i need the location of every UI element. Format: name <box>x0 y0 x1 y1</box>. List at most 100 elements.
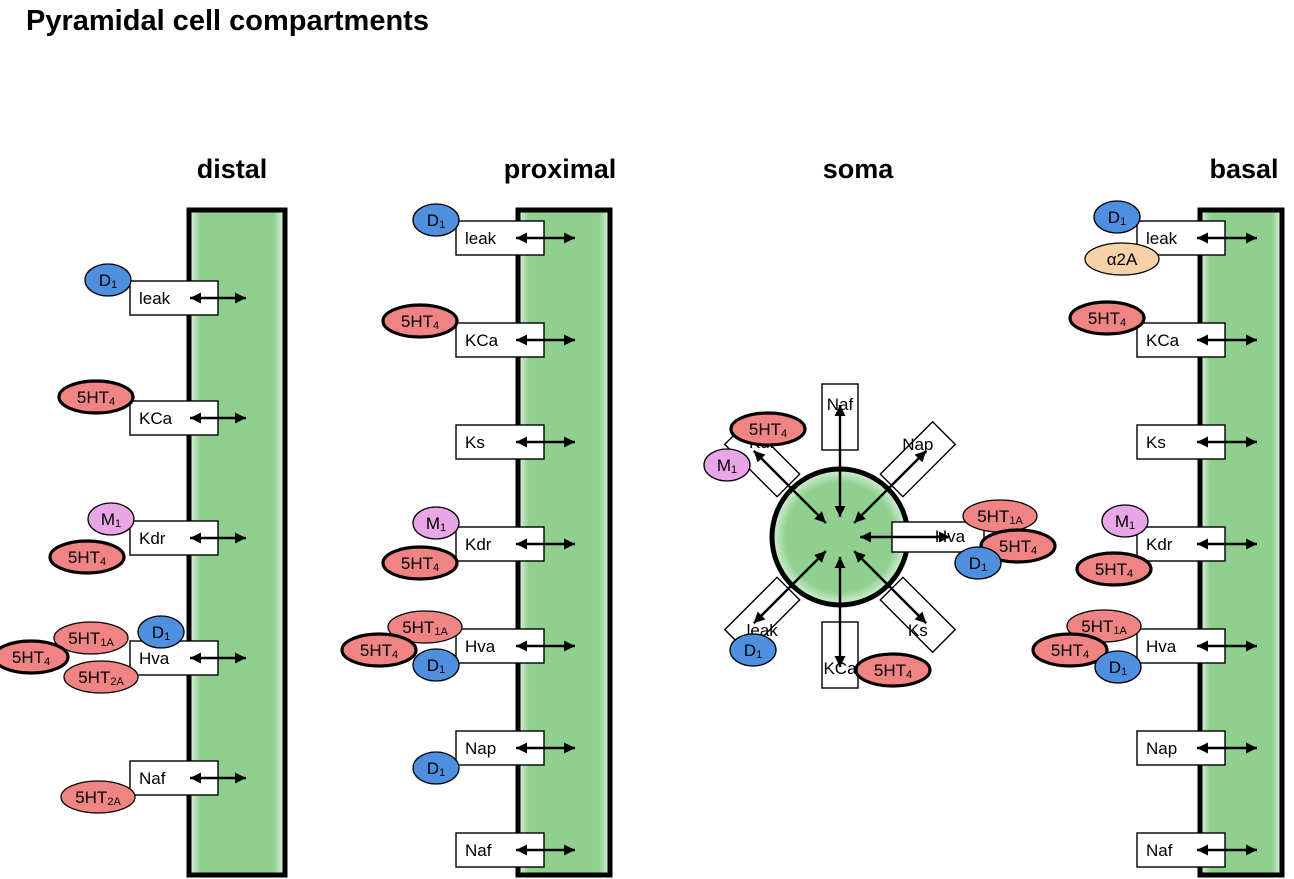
receptor-a2a: α2A <box>1084 242 1160 276</box>
channel-label-kca: KCa <box>465 331 499 350</box>
receptor-d1: D1 <box>1093 200 1141 234</box>
channel-label-ks: Ks <box>908 621 928 640</box>
receptor-label: D1 <box>427 211 445 231</box>
channel-kdr: Kdr M1 5HT4 <box>1075 504 1257 587</box>
receptor-label: D1 <box>1108 208 1126 228</box>
receptor-label: 5HT4 <box>401 312 439 332</box>
receptor-label: 5HT2A <box>78 668 124 688</box>
receptor-5ht4: 5HT4 <box>979 528 1057 564</box>
receptor-label: 5HT1A <box>1081 617 1127 637</box>
panel-title-soma: soma <box>823 154 895 184</box>
receptor-d1: D1 <box>137 615 185 649</box>
panel-proximal: proximalleakD1KCa5HT4KsKdrM15HT4Hva5HT1A… <box>340 154 617 878</box>
channel-label-kca: KCa <box>139 409 173 428</box>
receptor-5ht1a: 5HT1A <box>962 499 1038 533</box>
receptor-5ht4: 5HT4 <box>729 411 807 447</box>
receptor-d1: D1 <box>412 751 460 785</box>
receptor-label: D1 <box>427 656 445 676</box>
panel-title-proximal: proximal <box>504 154 617 184</box>
receptor-m1: M1 <box>87 502 135 536</box>
panel-soma: somaNafNapHva5HT1A5HT4D1KsKCa5HT4leakD1K… <box>703 154 1057 689</box>
receptor-m1: M1 <box>1101 504 1149 538</box>
receptor-5ht2a: 5HT2A <box>63 660 139 694</box>
channel-kca: KCa 5HT4 <box>821 557 932 689</box>
channel-label-ks: Ks <box>1146 433 1166 452</box>
receptor-label: D1 <box>427 759 445 779</box>
receptor-label: 5HT4 <box>401 554 439 574</box>
receptor-d1: D1 <box>412 203 460 237</box>
receptor-label: 5HT4 <box>1088 309 1126 329</box>
channel-naf: Naf <box>455 832 575 868</box>
receptor-label: M1 <box>1115 512 1135 532</box>
channel-label-hva: Hva <box>935 527 966 546</box>
channel-label-naf: Naf <box>139 769 166 788</box>
channel-naf: Naf 5HT2A <box>60 760 246 814</box>
receptor-5ht1a: 5HT1A <box>53 621 129 655</box>
panel-title-basal: basal <box>1209 154 1278 184</box>
receptor-label: 5HT4 <box>68 548 106 568</box>
receptor-d1: D1 <box>729 633 777 667</box>
receptor-label: α2A <box>1107 250 1138 269</box>
receptor-label: 5HT4 <box>874 661 912 681</box>
receptor-d1: D1 <box>954 546 1002 580</box>
channel-leak: leak D1 <box>412 203 575 256</box>
channel-label-kdr: Kdr <box>1146 535 1173 554</box>
channel-ks: Ks <box>1136 424 1257 460</box>
channel-ks: Ks <box>853 550 957 654</box>
receptor-label: 5HT2A <box>75 788 121 808</box>
panel-title-distal: distal <box>197 154 268 184</box>
channel-label-kdr: Kdr <box>139 529 166 548</box>
receptor-5ht4: 5HT4 <box>1068 300 1146 336</box>
receptor-label: M1 <box>101 510 121 530</box>
receptor-label: D1 <box>1109 658 1127 678</box>
receptor-label: 5HT1A <box>977 507 1023 527</box>
receptor-5ht4: 5HT4 <box>340 632 418 668</box>
receptor-label: 5HT1A <box>402 618 448 638</box>
receptor-5ht1a: 5HT1A <box>387 610 463 644</box>
channel-naf: Naf <box>1136 832 1257 868</box>
receptor-d1: D1 <box>1094 650 1142 684</box>
receptor-5ht4: 5HT4 <box>0 639 70 675</box>
receptor-label: D1 <box>99 271 117 291</box>
channel-ks: Ks <box>455 424 575 460</box>
channel-label-kca: KCa <box>823 659 857 678</box>
receptor-5ht4: 5HT4 <box>854 652 932 688</box>
receptor-label: 5HT4 <box>1051 641 1089 661</box>
receptor-label: 5HT1A <box>68 629 114 649</box>
receptor-label: 5HT4 <box>360 641 398 661</box>
compartment-panels: distalleakD1KCa5HT4KdrM15HT4Hva5HT1AD15H… <box>0 154 1285 878</box>
channel-nap: Nap <box>1136 730 1257 766</box>
receptor-5ht4: 5HT4 <box>381 303 459 339</box>
channel-label-nap: Nap <box>1146 739 1177 758</box>
receptor-5ht4: 5HT4 <box>48 539 126 575</box>
receptor-m1: M1 <box>703 448 751 482</box>
receptor-d1: D1 <box>412 648 460 682</box>
channel-label-leak: leak <box>465 229 497 248</box>
channel-label-ks: Ks <box>465 433 485 452</box>
figure-title: Pyramidal cell compartments <box>26 5 429 37</box>
receptor-5ht4: 5HT4 <box>381 545 459 581</box>
channel-label-nap: Nap <box>465 739 496 758</box>
channel-label-naf: Naf <box>465 841 492 860</box>
channel-label-kdr: Kdr <box>465 535 492 554</box>
panel-basal: basalleakD1α2AKCa5HT4KsKdrM15HT4Hva5HT1A… <box>1031 154 1285 878</box>
receptor-label: 5HT4 <box>749 420 787 440</box>
receptor-label: M1 <box>717 456 737 476</box>
receptor-5ht2a: 5HT2A <box>60 780 136 814</box>
receptor-label: D1 <box>744 641 762 661</box>
channel-kdr: Kdr M1 5HT4 <box>48 502 246 575</box>
channel-label-kca: KCa <box>1146 331 1180 350</box>
channel-label-nap: Nap <box>902 435 933 454</box>
channel-label-hva: Hva <box>465 637 496 656</box>
receptor-m1: M1 <box>412 506 460 540</box>
channel-naf: Naf <box>821 383 859 517</box>
receptor-5ht4: 5HT4 <box>1075 551 1153 587</box>
channel-label-naf: Naf <box>1146 841 1173 860</box>
